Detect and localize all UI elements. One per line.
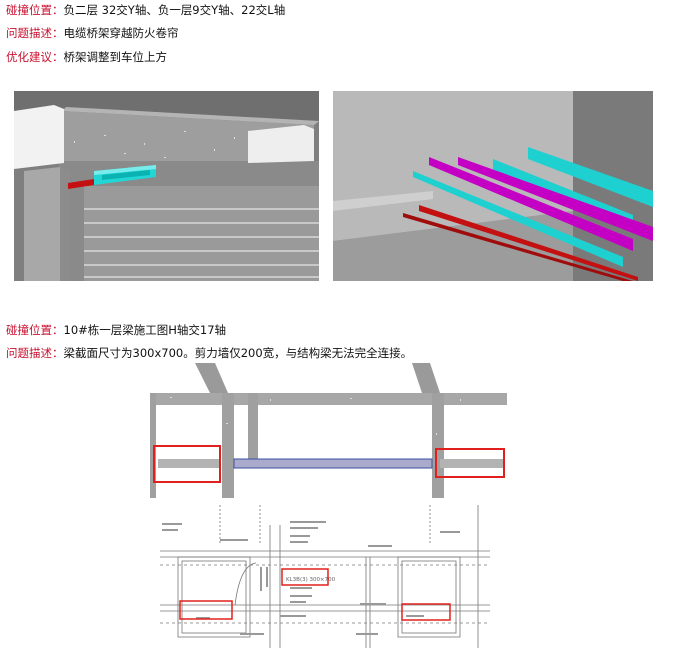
suggestion-value: 桥架调整到车位上方 xyxy=(63,50,168,64)
problem-label: 问题描述： xyxy=(6,26,64,40)
problem-value: 梁截面尺寸为300x700。剪力墙仅200宽，与结构梁无法完全连接。 xyxy=(63,346,413,360)
issue1-problem-line: 问题描述：电缆桥架穿越防火卷帘 xyxy=(6,25,179,41)
structure-render xyxy=(150,363,507,498)
beam-label: KL3B(3) 300×700 xyxy=(286,577,336,583)
location-label: 碰撞位置： xyxy=(6,323,64,337)
issue1-location-line: 碰撞位置：负二层 32交Y轴、负一层9交Y轴、22交L轴 xyxy=(6,2,285,18)
location-label: 碰撞位置： xyxy=(6,3,64,17)
model-render-left xyxy=(14,91,319,281)
problem-value: 电缆桥架穿越防火卷帘 xyxy=(63,26,179,40)
problem-label: 问题描述： xyxy=(6,346,64,360)
issue1-suggestion-line: 优化建议：桥架调整到车位上方 xyxy=(6,49,167,65)
issue2-location-line: 碰撞位置：10#栋一层梁施工图H轴交17轴 xyxy=(6,322,226,338)
issue2-problem-line: 问题描述：梁截面尺寸为300x700。剪力墙仅200宽，与结构梁无法完全连接。 xyxy=(6,345,412,361)
location-value: 负二层 32交Y轴、负一层9交Y轴、22交L轴 xyxy=(63,3,286,17)
cad-drawing: KL3B(3) 300×700 xyxy=(160,505,490,648)
model-render-right xyxy=(333,91,653,281)
location-value: 10#栋一层梁施工图H轴交17轴 xyxy=(63,323,227,337)
suggestion-label: 优化建议： xyxy=(6,50,64,64)
